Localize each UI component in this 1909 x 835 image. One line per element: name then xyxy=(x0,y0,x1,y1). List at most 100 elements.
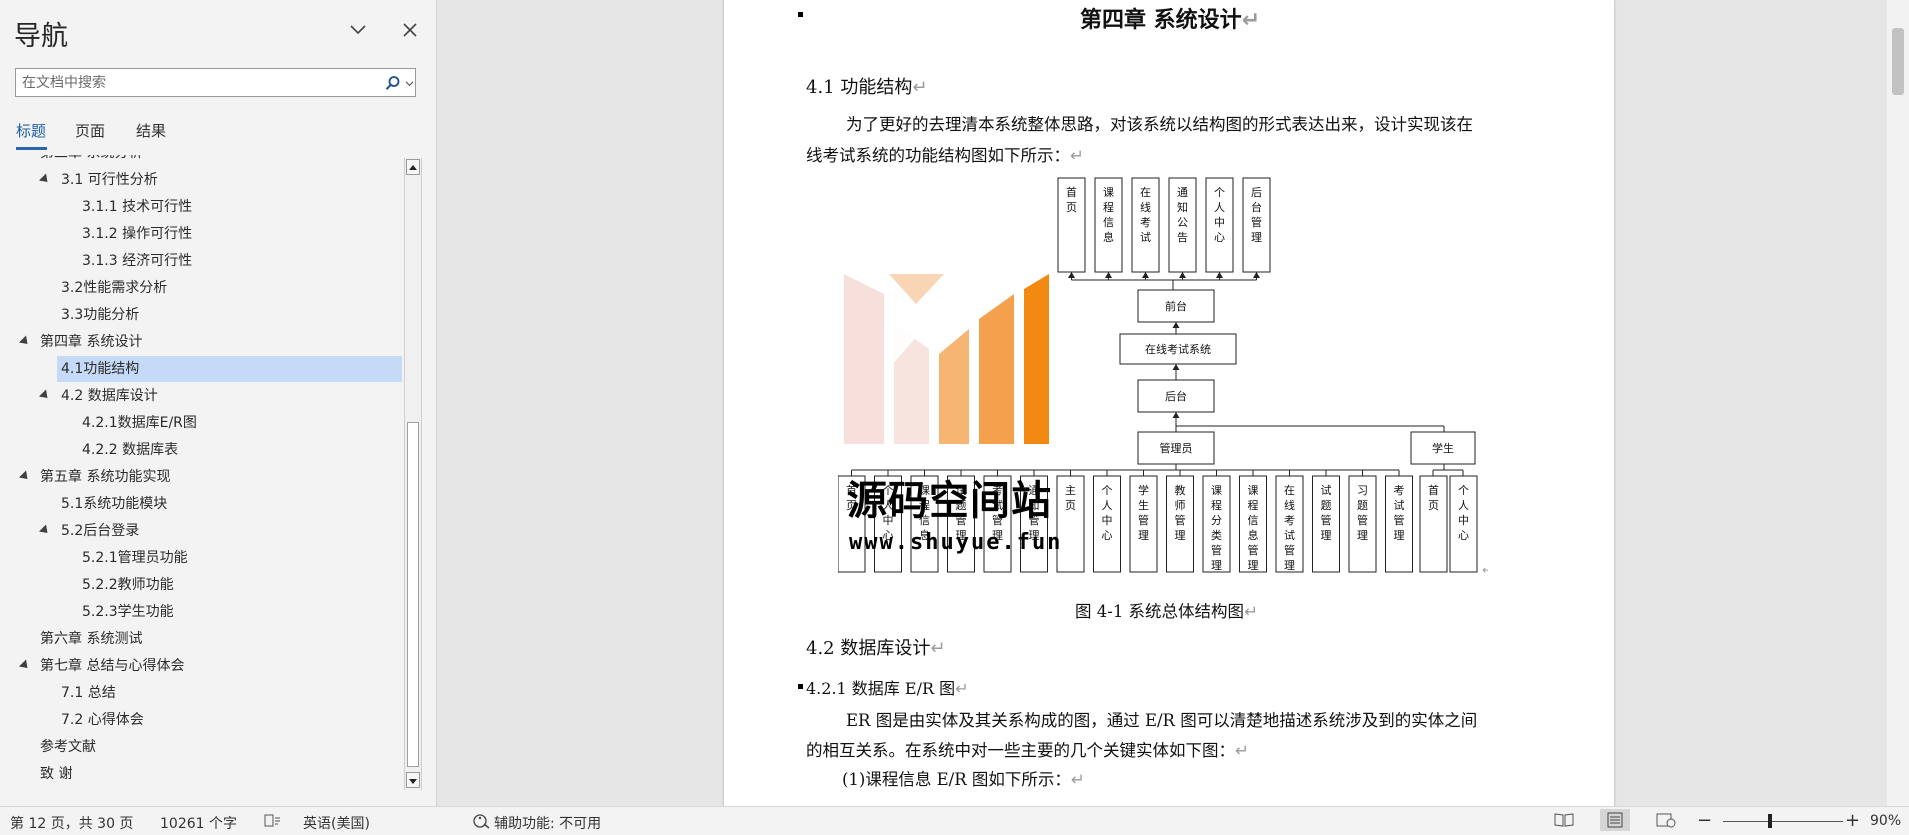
nav-tree-item[interactable]: 7.2 心得体会 xyxy=(57,707,144,733)
system-box-label: 在线考试系统 xyxy=(1145,342,1211,356)
document-page[interactable]: 第四章 系统设计↵ 4.1 功能结构↵ 为了更好的去理清本系统整体思路，对该系统… xyxy=(723,0,1615,806)
nav-scrollbar[interactable] xyxy=(404,158,422,790)
admin-module-box xyxy=(1275,475,1304,573)
system-box xyxy=(1119,333,1237,365)
front-module-box xyxy=(1242,177,1271,273)
expand-triangle-icon[interactable] xyxy=(18,659,32,672)
print-layout-button[interactable] xyxy=(1600,809,1630,831)
nav-tree-item[interactable]: 3.1.2 操作可行性 xyxy=(78,221,192,247)
zoom-slider-thumb[interactable] xyxy=(1768,814,1772,828)
nav-tree-item[interactable]: 3.1.1 技术可行性 xyxy=(78,194,192,220)
front-module-box-label: 通知公告 xyxy=(1177,186,1188,244)
nav-tree-item[interactable]: 4.2.2 数据库表 xyxy=(78,437,178,463)
accessibility-status[interactable]: 辅助功能: 不可用 xyxy=(494,816,602,832)
nav-tree-item[interactable]: 4.2 数据库设计 xyxy=(57,383,158,409)
nav-tree-item[interactable]: 3.1.3 经济可行性 xyxy=(78,248,192,274)
zoom-slider[interactable] xyxy=(1723,821,1843,822)
section-heading-4-2: 4.2 数据库设计↵ xyxy=(806,638,946,659)
front-module-box-label: 首页 xyxy=(1066,185,1077,214)
back-box-label: 后台 xyxy=(1165,389,1187,403)
admin-module-box-label: 学生管理 xyxy=(1138,483,1149,542)
nav-tree-item[interactable]: 5.2后台登录 xyxy=(57,518,139,544)
language-indicator[interactable]: 英语(美国) xyxy=(303,816,370,832)
arrow-icon xyxy=(1172,322,1180,328)
admin-module-box-label: 在线考试管理 xyxy=(1284,484,1295,572)
nav-tree-item[interactable]: 5.2.2教师功能 xyxy=(78,572,174,598)
expand-triangle-icon[interactable] xyxy=(38,389,52,402)
nav-tree-item[interactable]: 3.1 可行性分析 xyxy=(57,167,158,193)
search-input[interactable] xyxy=(22,73,382,93)
chevron-down-icon[interactable] xyxy=(346,18,370,42)
expand-triangle-icon[interactable] xyxy=(18,470,32,483)
nav-tree-item-label: 3.1.1 技术可行性 xyxy=(82,199,193,215)
print-layout-icon xyxy=(1607,812,1623,828)
admin-module-box xyxy=(983,475,1012,573)
zoom-out-button[interactable]: − xyxy=(1697,810,1713,831)
tab-headings[interactable]: 标题 xyxy=(16,122,47,140)
expand-triangle-icon[interactable] xyxy=(18,335,32,348)
nav-tree-item[interactable]: 第四章 系统设计 xyxy=(36,329,142,355)
nav-tree-item[interactable]: 致 谢 xyxy=(36,761,72,787)
nav-tree-item[interactable]: 5.1系统功能模块 xyxy=(57,491,167,517)
nav-tree-item[interactable]: 5.2.1管理员功能 xyxy=(78,545,188,571)
expand-triangle-icon[interactable] xyxy=(38,524,52,537)
admin-module-box-label: 试题管理 xyxy=(1321,484,1332,542)
expand-triangle-icon[interactable] xyxy=(18,155,32,159)
paragraph-line: (1)课程信息 E/R 图如下所示：↵ xyxy=(842,770,1085,789)
nav-tree-item[interactable]: 3.2性能需求分析 xyxy=(57,275,167,301)
document-area: 第四章 系统设计↵ 4.1 功能结构↵ 为了更好的去理清本系统整体思路，对该系统… xyxy=(437,0,1909,806)
nav-tree-item[interactable]: 7.1 总结 xyxy=(57,680,116,706)
tab-pages[interactable]: 页面 xyxy=(75,122,106,140)
arrow-icon xyxy=(1253,272,1260,278)
admin-module-box-label: 通知管理 xyxy=(1029,484,1040,542)
admin-module-box-label: 课程信息管理 xyxy=(1248,484,1259,572)
admin-module-box xyxy=(1166,475,1194,573)
word-count[interactable]: 10261 个字 xyxy=(160,816,237,832)
zoom-in-button[interactable]: + xyxy=(1845,810,1861,831)
scroll-up-button[interactable] xyxy=(406,159,420,175)
student-box-label: 学生 xyxy=(1432,441,1454,455)
proofing-icon[interactable] xyxy=(264,814,282,828)
chevron-down-icon[interactable] xyxy=(405,79,414,88)
nav-tree-item[interactable]: 4.2.1数据库E/R图 xyxy=(78,410,197,436)
accessibility-icon[interactable] xyxy=(473,813,491,829)
nav-tree-item[interactable]: 5.2.3学生功能 xyxy=(78,599,174,625)
nav-tree-item-label: 7.2 心得体会 xyxy=(61,712,144,728)
student-module-box xyxy=(1419,475,1448,573)
scroll-down-button[interactable] xyxy=(406,772,420,788)
nav-tree-item[interactable]: 第七章 总结与心得体会 xyxy=(36,653,184,679)
page-count[interactable]: 第 12 页，共 30 页 xyxy=(10,816,134,832)
section-heading-4-2-1: 4.2.1 数据库 E/R 图↵ xyxy=(806,679,969,698)
nav-tree-item[interactable]: 4.1功能结构 xyxy=(57,356,402,382)
nav-tree-item-label: 第六章 系统测试 xyxy=(40,631,143,647)
read-mode-icon[interactable] xyxy=(1553,811,1575,829)
tab-results[interactable]: 结果 xyxy=(136,122,167,140)
close-icon[interactable] xyxy=(398,18,422,42)
admin-module-box-label: 考试管理 xyxy=(992,484,1003,542)
expand-triangle-icon[interactable] xyxy=(38,173,52,186)
nav-tree-item-label: 第五章 系统功能实现 xyxy=(40,469,171,485)
scrollbar-thumb[interactable] xyxy=(407,422,419,767)
document-scrollbar[interactable] xyxy=(1887,0,1909,806)
admin-module-box-label: 习题管理 xyxy=(1357,484,1368,542)
admin-module-box xyxy=(838,475,866,573)
nav-tree-item[interactable]: 3.3功能分析 xyxy=(57,302,139,328)
front-module-box xyxy=(1168,177,1197,273)
nav-tree-item[interactable]: 参考文献 xyxy=(36,734,96,760)
triangle-up-icon xyxy=(409,165,417,170)
zoom-level[interactable]: 90% xyxy=(1870,813,1902,829)
web-layout-icon[interactable] xyxy=(1655,811,1677,829)
nav-tree-item[interactable]: 第五章 系统功能实现 xyxy=(36,464,170,490)
nav-tree-item-label: 3.2性能需求分析 xyxy=(61,280,168,296)
arrow-icon xyxy=(1105,272,1112,278)
arrow-icon xyxy=(1216,272,1223,278)
search-icon[interactable] xyxy=(384,74,402,92)
scrollbar-thumb[interactable] xyxy=(1892,28,1904,95)
nav-tree-item[interactable]: 第三章 系统分析 xyxy=(36,155,142,166)
nav-tree-item[interactable]: 第六章 系统测试 xyxy=(36,626,142,652)
student-module-box xyxy=(1449,475,1478,573)
student-module-box-label: 首页 xyxy=(1428,483,1439,512)
nav-tree-item-label: 5.2后台登录 xyxy=(61,523,140,539)
